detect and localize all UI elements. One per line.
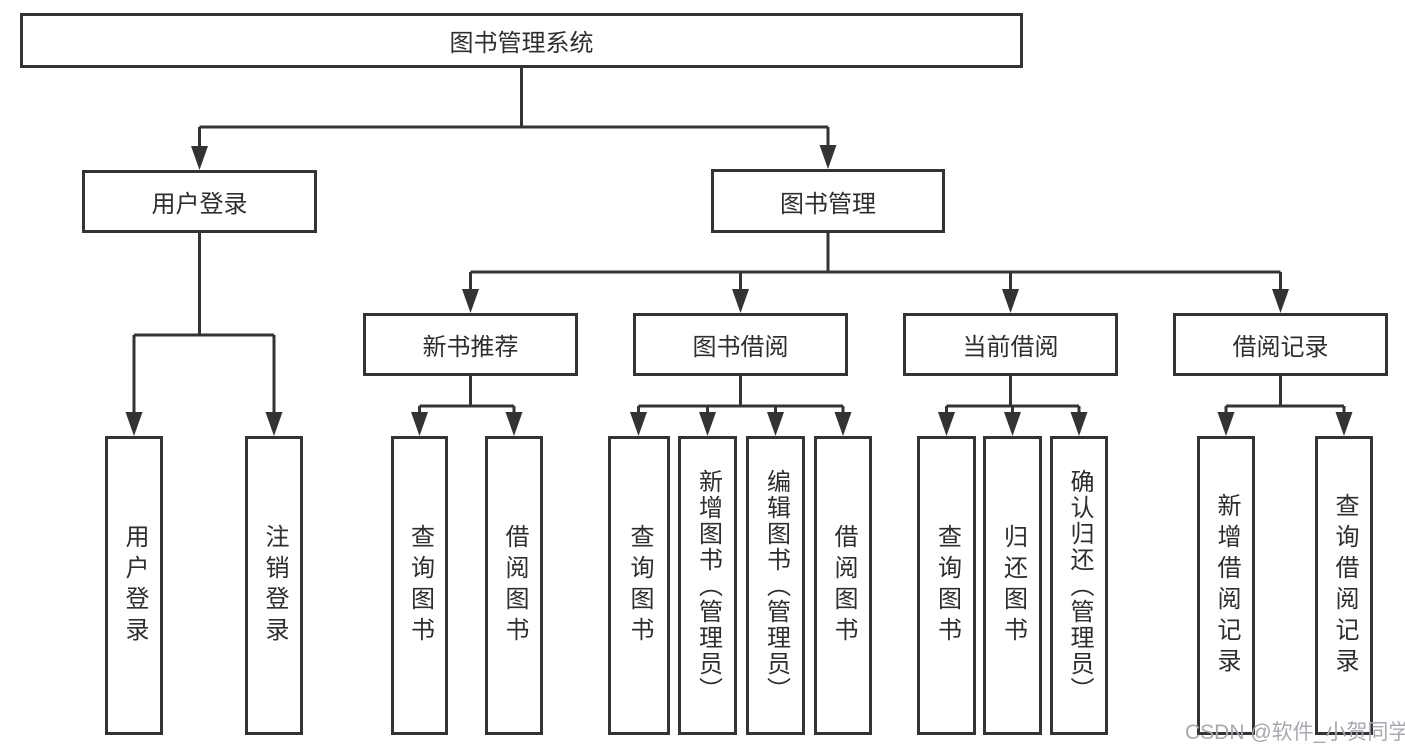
node-label: 归还图书	[999, 523, 1027, 648]
leaf-logout: 注销登录	[245, 436, 303, 735]
node-label: 借阅图书	[501, 523, 528, 648]
node-label: 图书借阅	[692, 334, 789, 361]
arrowhead-borrow-record	[1272, 289, 1289, 313]
node-label: 查询图书	[933, 523, 961, 648]
node-label: 新书推荐	[422, 334, 519, 361]
arrowhead-leaf-logout	[265, 412, 283, 436]
arrowhead-user-login	[191, 146, 208, 170]
node-label: 新增借阅记录	[1213, 492, 1240, 679]
connector-root-to-level2	[198, 68, 830, 154]
arrowhead-new-book-recommend	[462, 289, 479, 313]
node-label: 新增图书（管理员）	[694, 468, 722, 703]
node-label: 用户登录	[121, 523, 148, 648]
arrowhead-cb-confirm	[1070, 412, 1088, 436]
node-label: 查询图书	[406, 523, 434, 648]
node-book-borrow: 图书借阅	[633, 313, 848, 376]
arrowhead-bb-query	[630, 412, 647, 436]
leaf-record-query-borrow-record: 查询借阅记录	[1315, 436, 1373, 735]
node-label: 确认归还（管理员）	[1066, 468, 1093, 703]
leaf-current-borrow-confirm-return-admin: 确认归还（管理员）	[1050, 436, 1108, 735]
arrowhead-leaf-user-login	[125, 412, 143, 436]
leaf-book-borrow-borrow-books: 借阅图书	[814, 436, 872, 735]
arrowhead-book-borrow	[732, 289, 749, 313]
csdn-watermark: CSDN @软件_小贺同学	[1185, 721, 1405, 744]
node-label: 用户登录	[151, 191, 248, 218]
node-label: 借阅记录	[1232, 334, 1329, 361]
leaf-new-book-borrow-books: 借阅图书	[485, 436, 543, 735]
leaf-book-borrow-add-books-admin: 新增图书（管理员）	[678, 436, 737, 735]
node-label: 图书管理系统	[449, 30, 594, 57]
node-user-login: 用户登录	[82, 170, 317, 233]
node-current-borrow: 当前借阅	[903, 313, 1118, 376]
node-label: 当前借阅	[962, 334, 1059, 361]
leaf-book-borrow-query-books: 查询图书	[608, 436, 670, 735]
arrowhead-cb-query	[938, 412, 955, 436]
node-label: 编辑图书（管理员）	[762, 468, 790, 703]
arrowhead-bb-edit	[767, 412, 784, 436]
arrowhead-cb-return	[1004, 412, 1021, 436]
leaf-new-book-query-books: 查询图书	[391, 436, 448, 735]
connector-new-book-children	[418, 376, 516, 420]
node-book-management: 图书管理	[711, 169, 945, 233]
connector-book-management-children	[469, 233, 1282, 297]
node-library-management-system: 图书管理系统	[20, 13, 1023, 68]
node-label: 查询借阅记录	[1331, 492, 1358, 679]
leaf-book-borrow-edit-books-admin: 编辑图书（管理员）	[746, 436, 805, 735]
arrowhead-current-borrow	[1002, 289, 1019, 313]
arrowhead-book-management	[819, 145, 837, 169]
arrowhead-br-add	[1217, 412, 1235, 436]
arrowhead-bb-borrow	[834, 412, 852, 436]
connector-borrow-record-children	[1224, 376, 1346, 420]
arrowhead-nb-query	[411, 412, 428, 436]
leaf-user-login: 用户登录	[105, 436, 163, 735]
arrowhead-br-query	[1335, 412, 1353, 436]
node-label: 查询图书	[626, 523, 653, 648]
leaf-current-borrow-return-books: 归还图书	[983, 436, 1042, 735]
node-label: 注销登录	[261, 523, 288, 648]
leaf-current-borrow-query-books: 查询图书	[917, 436, 976, 735]
arrowhead-bb-add	[699, 412, 716, 436]
node-borrow-record: 借阅记录	[1173, 313, 1388, 376]
leaf-record-add-borrow-record: 新增借阅记录	[1197, 436, 1255, 735]
connector-book-borrow-children	[637, 376, 845, 420]
node-label: 图书管理	[780, 190, 876, 218]
node-label: 借阅图书	[830, 523, 857, 648]
arrowhead-nb-borrow	[505, 412, 523, 436]
node-new-book-recommend: 新书推荐	[363, 313, 578, 376]
connector-user-login-children	[132, 233, 276, 420]
